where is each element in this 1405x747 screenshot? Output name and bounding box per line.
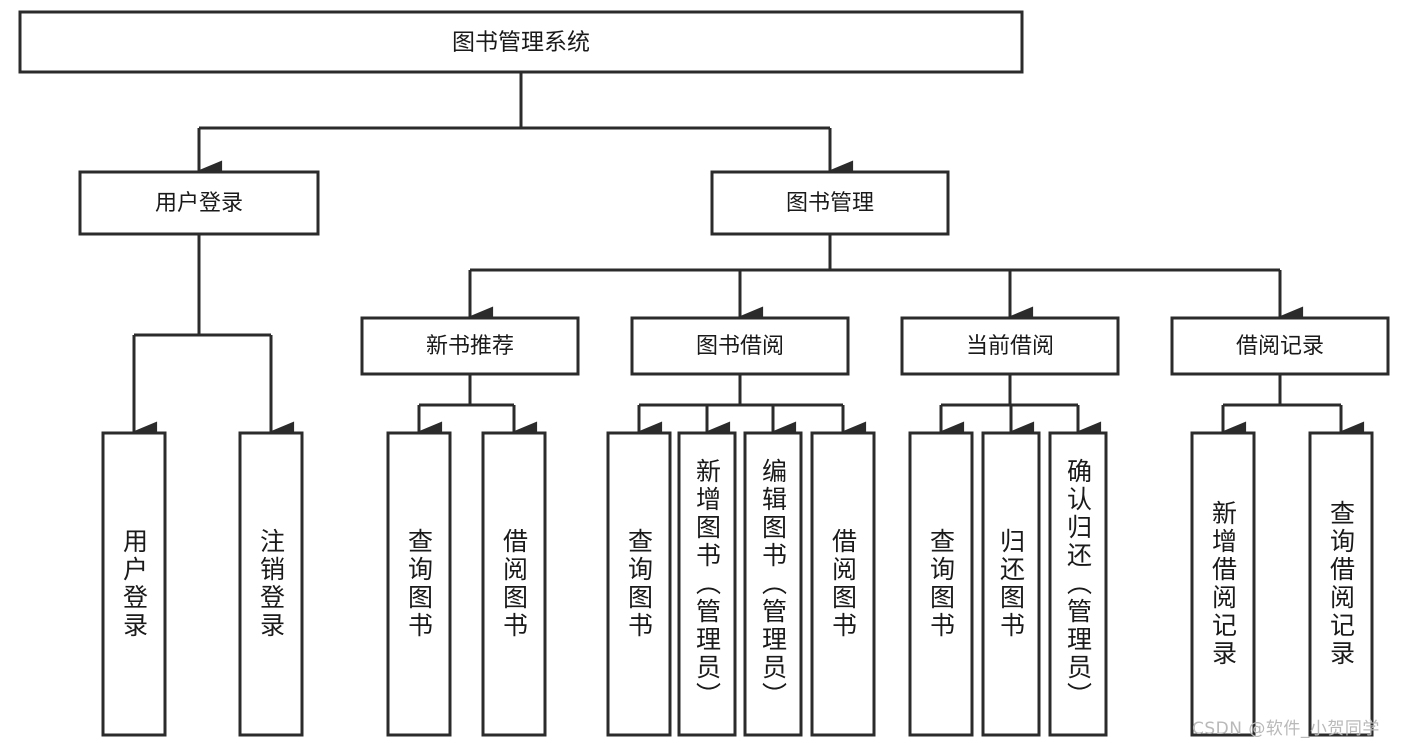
node-box-leaf-logout[interactable]: [238, 431, 304, 737]
node-label-book-borrow: 图书借阅: [696, 334, 784, 359]
node-box-user-login[interactable]: [78, 170, 320, 236]
node-box-leaf-borrow-book-2[interactable]: [810, 431, 876, 737]
node-box-leaf-borrow-book-1[interactable]: [481, 431, 547, 737]
node-box-leaf-query-book-1[interactable]: [386, 431, 452, 737]
csdn-watermark: CSDN @软件_小贺同学: [1192, 719, 1380, 739]
node-box-leaf-confirm-return[interactable]: [1048, 431, 1108, 737]
node-box-leaf-add-book[interactable]: [677, 431, 737, 737]
node-box-layer: [18, 10, 1390, 737]
node-box-book-manage[interactable]: [710, 170, 950, 236]
node-box-leaf-add-record[interactable]: [1190, 431, 1256, 737]
node-box-root[interactable]: [18, 10, 1024, 74]
node-label-new-book-rec: 新书推荐: [426, 334, 514, 359]
node-box-leaf-user-login[interactable]: [101, 431, 167, 737]
node-label-current-borrow: 当前借阅: [966, 334, 1054, 359]
node-label-user-login: 用户登录: [155, 191, 243, 216]
node-box-leaf-query-book-2[interactable]: [606, 431, 672, 737]
node-box-leaf-edit-book[interactable]: [743, 431, 803, 737]
connector-layer: [131, 72, 1365, 443]
node-box-leaf-query-record[interactable]: [1308, 431, 1374, 737]
node-box-borrow-record[interactable]: [1170, 316, 1390, 376]
node-box-leaf-query-book-3[interactable]: [908, 431, 974, 737]
node-label-borrow-record: 借阅记录: [1236, 334, 1324, 359]
node-box-current-borrow[interactable]: [900, 316, 1120, 376]
node-label-root: 图书管理系统: [452, 30, 590, 56]
node-box-new-book-rec[interactable]: [360, 316, 580, 376]
node-box-leaf-return-book[interactable]: [981, 431, 1041, 737]
node-box-book-borrow[interactable]: [630, 316, 850, 376]
node-label-book-manage: 图书管理: [786, 191, 874, 216]
